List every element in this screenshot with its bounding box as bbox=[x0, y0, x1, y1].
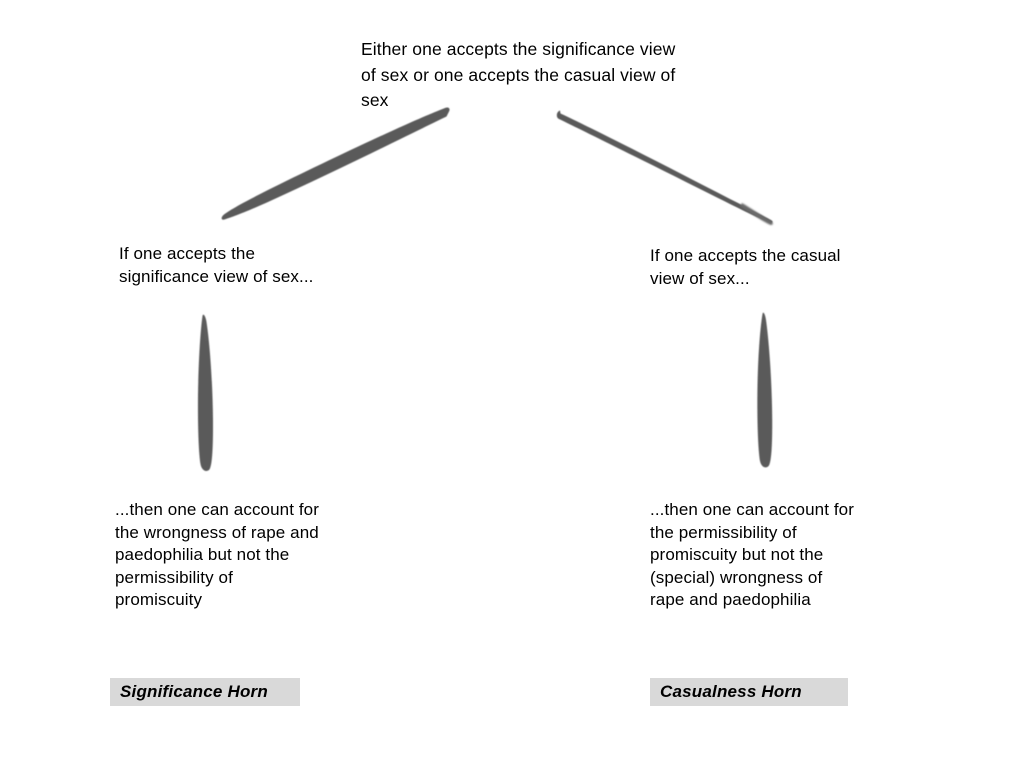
arrow-premise-to-right-branch bbox=[556, 110, 773, 225]
casualness-horn-label: Casualness Horn bbox=[650, 678, 848, 706]
right-branch-antecedent: If one accepts the casual view of sex... bbox=[650, 246, 841, 288]
arrow-right-antecedent-to-conclusion bbox=[757, 312, 773, 468]
arrow-premise-to-left-branch bbox=[221, 107, 450, 220]
arrow-left-antecedent-to-conclusion bbox=[197, 314, 214, 471]
left-branch-antecedent: If one accepts the significance view of … bbox=[119, 244, 314, 286]
left-branch-conclusion: ...then one can account for the wrongnes… bbox=[115, 500, 320, 610]
right-branch-conclusion: ...then one can account for the permissi… bbox=[650, 500, 855, 610]
premise-statement: Either one accepts the significance view… bbox=[361, 39, 676, 110]
significance-horn-label: Significance Horn bbox=[110, 678, 300, 706]
